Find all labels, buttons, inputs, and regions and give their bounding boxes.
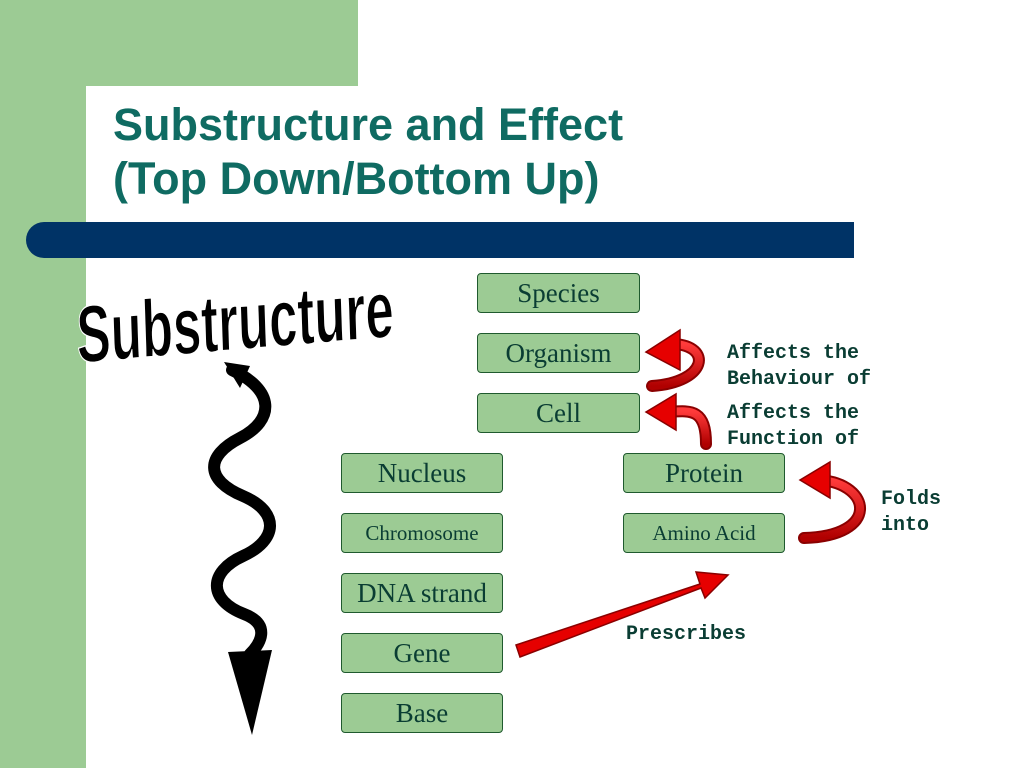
title-divider-bar — [26, 222, 854, 258]
function-label: Affects the Function of — [727, 402, 860, 451]
folds-arrowhead-icon — [798, 460, 831, 500]
behaviour-arrowhead-icon — [644, 328, 681, 372]
chromosome-box: Chromosome — [341, 513, 503, 553]
prescribes-label: Prescribes — [626, 623, 747, 646]
organism-box: Organism — [477, 333, 640, 373]
substructure-label: Substructure — [75, 265, 395, 381]
behaviour-label: Affects the Behaviour of — [727, 342, 872, 391]
left-green-band — [0, 0, 86, 768]
nucleus-box: Nucleus — [341, 453, 503, 493]
dna-strand-box: DNA strand — [341, 573, 503, 613]
wavy-arrow-tail-icon — [224, 362, 250, 388]
protein-box: Protein — [623, 453, 785, 493]
top-green-band — [0, 0, 358, 86]
base-box: Base — [341, 693, 503, 733]
gene-box: Gene — [341, 633, 503, 673]
cell-box: Cell — [477, 393, 640, 433]
amino-acid-box: Amino Acid — [623, 513, 785, 553]
function-arrowhead-icon — [644, 392, 677, 432]
title-line-1: Substructure and Effect — [113, 99, 624, 150]
wavy-arrow-head-icon — [228, 650, 272, 735]
slide-title: Substructure and Effect (Top Down/Bottom… — [113, 98, 623, 206]
wavy-down-arrow — [208, 364, 276, 660]
folds-label: Folds into — [881, 488, 942, 537]
title-line-2: (Top Down/Bottom Up) — [113, 153, 600, 204]
prescribes-arrow — [515, 571, 730, 658]
species-box: Species — [477, 273, 640, 313]
